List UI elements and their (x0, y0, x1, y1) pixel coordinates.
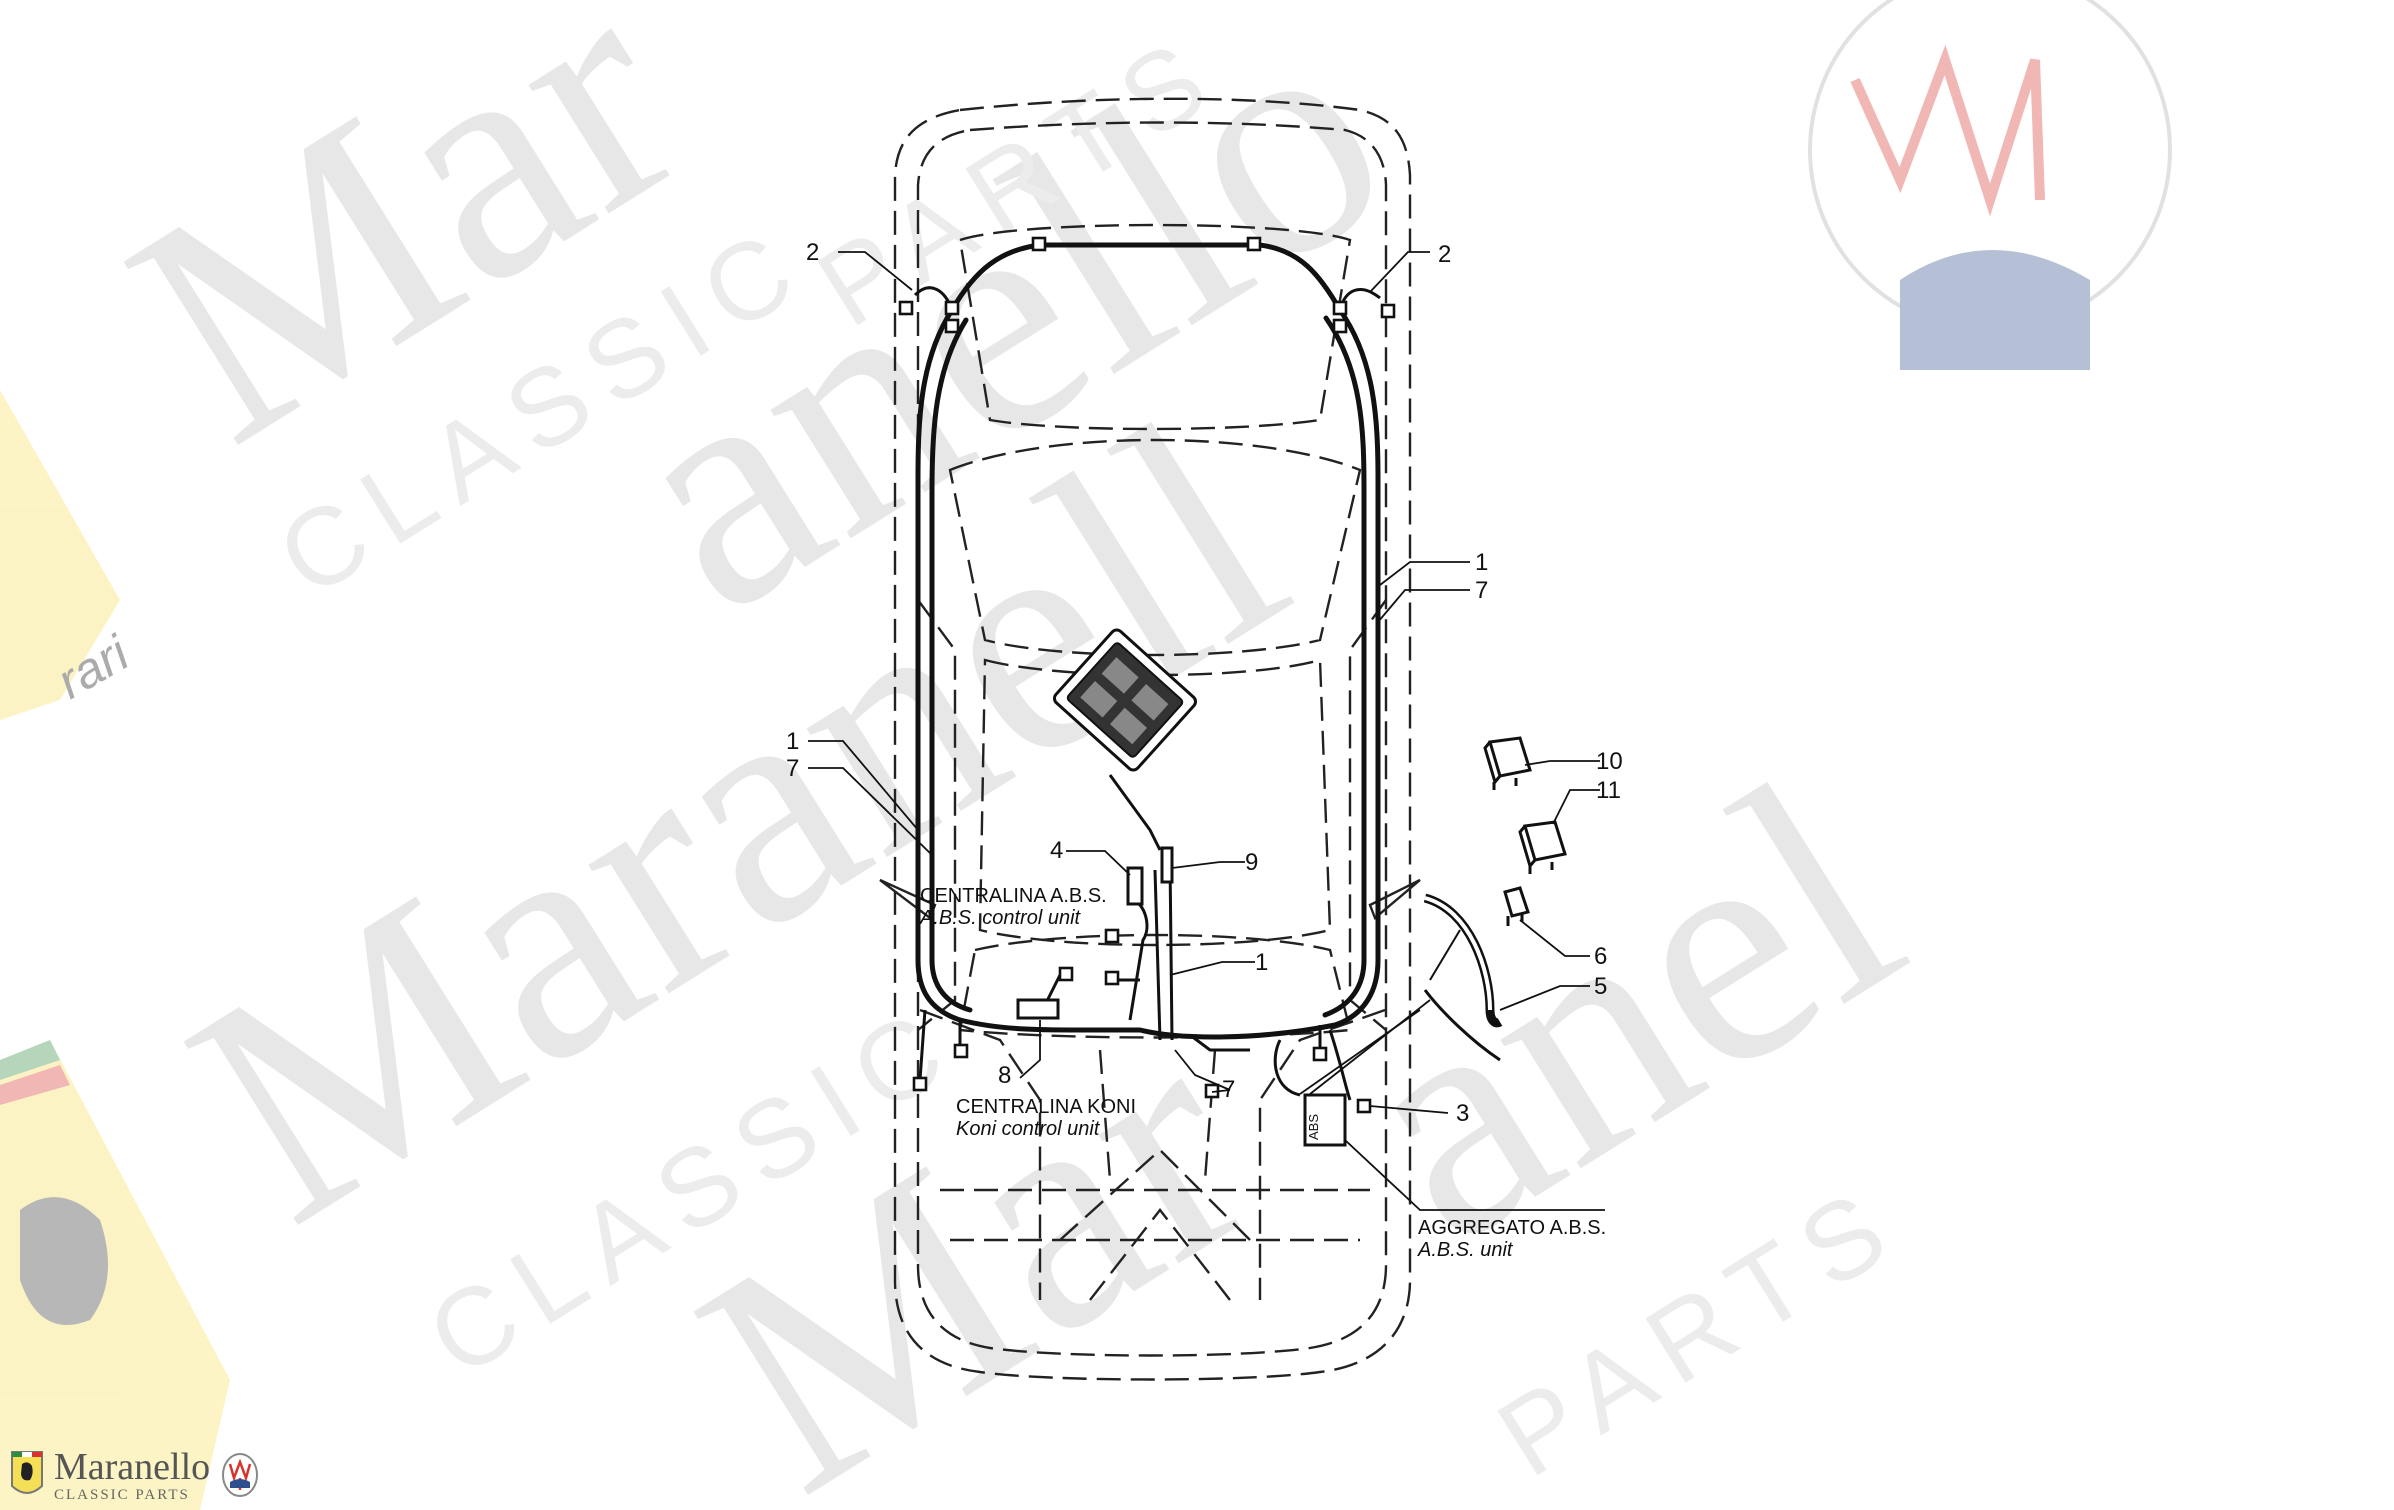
abs-aggregate-unit: ABS (1303, 1093, 1347, 1147)
wire-center-stem-2 (1168, 859, 1174, 1041)
connector (1312, 1046, 1328, 1062)
callout-1-center: 1 (1255, 949, 1268, 976)
watermark: Mar anello Maranell Mar anel CLASSIC PAR… (75, 0, 1955, 1510)
koni-control-unit (1016, 998, 1060, 1020)
connector (1058, 966, 1074, 982)
tunnel-left (1098, 1049, 1112, 1181)
footer-brand: Maranello (54, 1445, 211, 1488)
koni-control-unit-label-en: Koni control unit (956, 1118, 1101, 1140)
abs-control-unit-label-en: A.B.S. control unit (919, 907, 1082, 929)
connector (1332, 318, 1348, 334)
connector (944, 300, 960, 316)
components: ABS (1016, 628, 1567, 1147)
abs-switch-module (1052, 628, 1198, 772)
relay-10 (1483, 736, 1532, 790)
sensor-cable-5 (1423, 893, 1503, 1062)
callout-3: 3 (1456, 1100, 1469, 1127)
callout-1-right: 1 (1475, 549, 1488, 576)
connector (898, 300, 914, 316)
connectors (898, 236, 1396, 1114)
component-labels: CENTRALINA A.B.S. A.B.S. control unit CE… (919, 885, 1606, 1261)
callout-7-right: 7 (1475, 577, 1488, 604)
callout-6: 6 (1594, 943, 1607, 970)
abs-unit-label-en: A.B.S. unit (1417, 1239, 1514, 1261)
car-outer-outline (893, 97, 1412, 1381)
relay-11 (1518, 820, 1567, 874)
abs-ecu-module (1126, 866, 1144, 906)
connector (944, 318, 960, 334)
harness-rear-cross (957, 1017, 1338, 1040)
callout-10: 10 (1596, 748, 1623, 775)
maserati-trident-icon (222, 1453, 259, 1497)
connector (1031, 236, 1047, 252)
connector (912, 1076, 928, 1092)
callout-2-right: 2 (1438, 241, 1451, 268)
callout-numbers: 2 2 1 7 1 7 1 4 9 10 11 6 5 3 7 8 (786, 239, 1623, 1127)
connector (1104, 928, 1120, 944)
connector (1246, 236, 1262, 252)
wire-to-abs-aggregate-2 (1328, 1029, 1352, 1101)
wire-center-stem (1153, 869, 1162, 1041)
callout-7-bottom: 7 (1222, 1076, 1235, 1103)
watermark-brand-4: Mar (645, 960, 1305, 1510)
connector (1104, 970, 1120, 986)
rear-x-brace-1 (1059, 1148, 1251, 1241)
koni-control-unit-label: CENTRALINA KONI (956, 1096, 1136, 1118)
abs-unit-label: AGGREGATO A.B.S. (1418, 1217, 1606, 1239)
connector (1356, 1098, 1372, 1114)
callout-7-left: 7 (786, 755, 799, 782)
wiring-harness (913, 242, 1381, 1101)
ferrari-badge-bottom (0, 1040, 230, 1510)
harness-right-run-inner (1322, 315, 1367, 1018)
wire-to-abs-aggregate (1273, 1039, 1301, 1097)
rear-x-brace-2 (1089, 1208, 1231, 1301)
leader-lines (808, 251, 1605, 1211)
wire-switch-to-ecu (1108, 774, 1162, 851)
wire-to-abs-ecu (1128, 898, 1149, 1021)
callout-9: 9 (1245, 849, 1258, 876)
car-body-outline (879, 97, 1421, 1381)
rear-window (958, 933, 1352, 1039)
callout-1-left: 1 (786, 728, 799, 755)
component-9-module (1160, 846, 1174, 884)
abs-control-unit-label: CENTRALINA A.B.S. (920, 885, 1107, 907)
wire-rear-center (1189, 1033, 1250, 1052)
callout-11: 11 (1596, 777, 1621, 804)
wire-left-rear-drop (918, 1009, 927, 1081)
harness-left-run (915, 307, 963, 1023)
harness-left-run-inner (929, 317, 973, 1013)
callout-5: 5 (1594, 973, 1607, 1000)
connector (1332, 300, 1348, 316)
harness-right-run (1332, 307, 1381, 1028)
ferrari-shield-icon (11, 1451, 43, 1494)
callout-2-left: 2 (806, 239, 819, 266)
maserati-badge-partial (1808, 0, 2172, 370)
connector (1380, 303, 1396, 319)
callout-4: 4 (1050, 837, 1063, 864)
footer-brand-sub: CLASSIC PARTS (54, 1486, 190, 1503)
tunnel-right (1203, 1049, 1217, 1181)
connector (953, 1043, 969, 1059)
rear-floor-right (1258, 1008, 1386, 1300)
ferrari-badge-top: rari (0, 390, 140, 720)
windscreen (948, 438, 1362, 657)
car-inner-outline (916, 121, 1388, 1357)
abs-box-label: ABS (1306, 1114, 1321, 1140)
harness-front-loop (949, 242, 1343, 313)
callout-8: 8 (998, 1062, 1011, 1089)
footer-logo: Maranello CLASSIC PARTS (10, 1444, 260, 1506)
right-mirror (1368, 878, 1421, 921)
